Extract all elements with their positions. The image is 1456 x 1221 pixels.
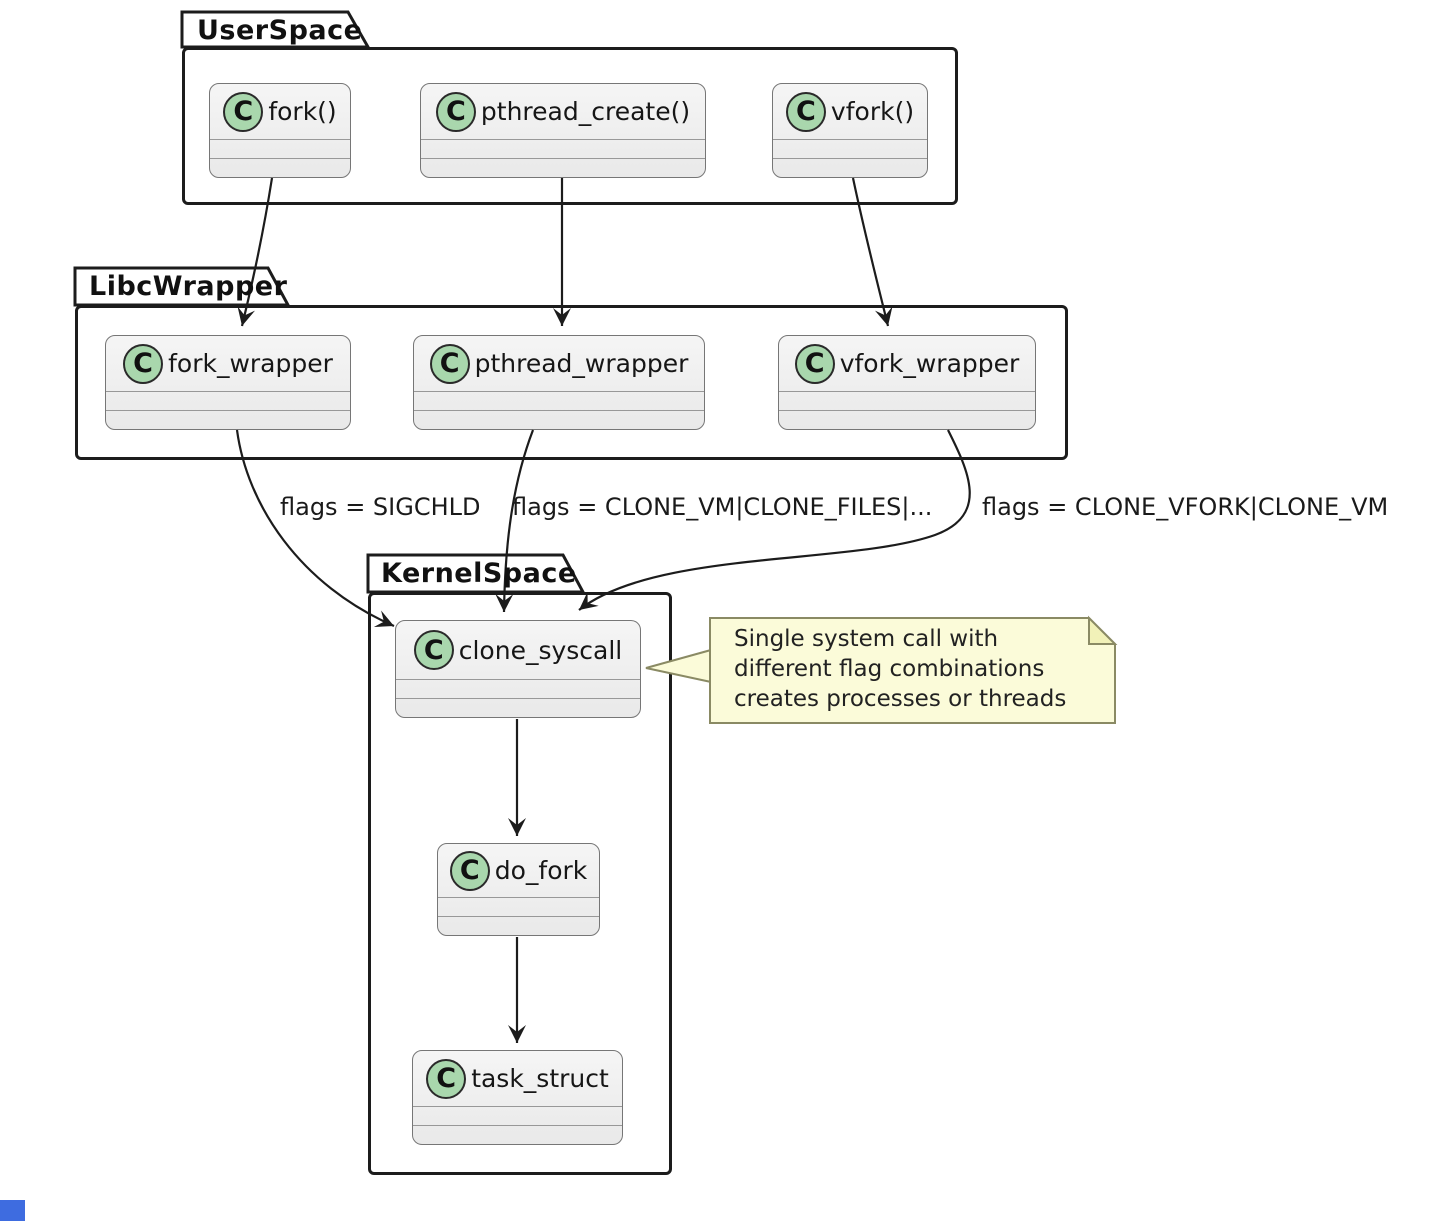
class-methods-compartment bbox=[779, 410, 1035, 429]
class-methods-compartment bbox=[210, 158, 350, 177]
class-stereotype-icon: C bbox=[223, 91, 264, 132]
class-fields-compartment bbox=[779, 391, 1035, 410]
class-stereotype-icon: C bbox=[429, 343, 470, 384]
class-stereotype-icon: C bbox=[785, 91, 826, 132]
class-name: fork_wrapper bbox=[168, 349, 333, 378]
class-stereotype-icon: C bbox=[449, 850, 490, 891]
class-fields-compartment bbox=[210, 139, 350, 158]
class-stereotype-icon: C bbox=[123, 343, 164, 384]
note-fold-icon bbox=[1088, 615, 1118, 645]
edge-label-flags-clone-vfork-vm: flags = CLONE_VFORK|CLONE_VM bbox=[982, 493, 1389, 521]
class-title: C task_struct bbox=[413, 1051, 622, 1106]
class-vfork: C vfork() bbox=[772, 83, 928, 178]
class-methods-compartment bbox=[396, 698, 640, 717]
note-line: different flag combinations bbox=[734, 656, 1045, 682]
class-title: C fork_wrapper bbox=[106, 336, 350, 391]
class-title: C clone_syscall bbox=[396, 621, 640, 679]
class-stereotype-icon: C bbox=[794, 343, 835, 384]
class-stereotype-icon: C bbox=[435, 91, 476, 132]
class-fork: C fork() bbox=[209, 83, 351, 178]
class-name: vfork_wrapper bbox=[839, 349, 1020, 378]
class-fields-compartment bbox=[414, 391, 704, 410]
class-name: fork() bbox=[268, 97, 337, 126]
class-pthread-create: C pthread_create() bbox=[420, 83, 706, 178]
class-title: C vfork() bbox=[773, 84, 927, 139]
class-title: C vfork_wrapper bbox=[779, 336, 1035, 391]
class-name: task_struct bbox=[471, 1064, 609, 1093]
package-title-kernelspace: KernelSpace bbox=[381, 558, 577, 589]
class-name: vfork() bbox=[830, 97, 915, 126]
class-clone-syscall: C clone_syscall bbox=[395, 620, 641, 718]
class-task-struct: C task_struct bbox=[412, 1050, 623, 1145]
class-fork-wrapper: C fork_wrapper bbox=[105, 335, 351, 430]
class-fields-compartment bbox=[413, 1106, 622, 1125]
class-fields-compartment bbox=[421, 139, 705, 158]
class-methods-compartment bbox=[421, 158, 705, 177]
note-line: Single system call with bbox=[734, 626, 999, 652]
class-vfork-wrapper: C vfork_wrapper bbox=[778, 335, 1036, 430]
class-fields-compartment bbox=[773, 139, 927, 158]
edge-label-flags-sigchld: flags = SIGCHLD bbox=[280, 493, 481, 521]
bottom-left-artifact bbox=[0, 1200, 25, 1221]
class-title: C pthread_create() bbox=[421, 84, 705, 139]
class-name: pthread_wrapper bbox=[474, 349, 689, 378]
class-fields-compartment bbox=[438, 897, 599, 916]
class-name: pthread_create() bbox=[480, 97, 691, 126]
package-title-libcwrapper: LibcWrapper bbox=[89, 271, 288, 302]
class-stereotype-icon: C bbox=[413, 630, 454, 670]
class-title: C do_fork bbox=[438, 844, 599, 897]
class-methods-compartment bbox=[413, 1125, 622, 1144]
class-fields-compartment bbox=[106, 391, 350, 410]
class-methods-compartment bbox=[106, 410, 350, 429]
class-name: clone_syscall bbox=[458, 635, 623, 665]
class-do-fork: C do_fork bbox=[437, 843, 600, 936]
class-title: C fork() bbox=[210, 84, 350, 139]
note-text: Single system call with different flag c… bbox=[734, 624, 1066, 714]
package-title-userspace: UserSpace bbox=[197, 15, 363, 46]
class-methods-compartment bbox=[773, 158, 927, 177]
class-name: do_fork bbox=[494, 856, 588, 885]
class-fields-compartment bbox=[396, 679, 640, 698]
class-methods-compartment bbox=[438, 916, 599, 935]
class-methods-compartment bbox=[414, 410, 704, 429]
class-title: C pthread_wrapper bbox=[414, 336, 704, 391]
class-stereotype-icon: C bbox=[426, 1058, 467, 1099]
note-line: creates processes or threads bbox=[734, 686, 1067, 712]
class-pthread-wrapper: C pthread_wrapper bbox=[413, 335, 705, 430]
edge-label-flags-clone-vm-files: flags = CLONE_VM|CLONE_FILES|... bbox=[512, 493, 933, 521]
